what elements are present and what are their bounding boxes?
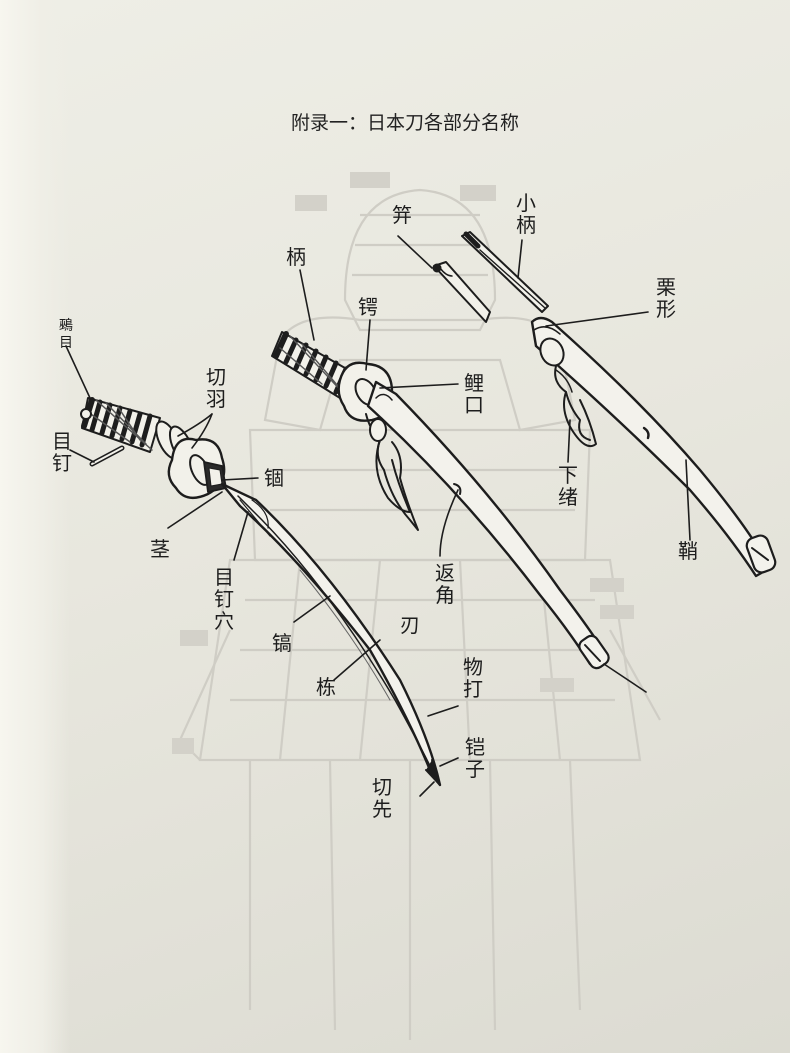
leader-bing [299,269,315,341]
leader-xi [221,477,259,481]
right-saya [530,316,777,578]
leader-qiao [685,459,691,541]
label-gao: 镐 [272,631,292,655]
label-ben: 笄 [392,203,412,227]
label-jing: 茎 [150,537,170,561]
label-dong: 栋 [316,675,336,699]
leader-wu-mu [65,345,91,399]
label-wu-da: 物打 [463,655,483,701]
leader-ben [397,235,433,269]
label-bing: 柄 [286,245,306,269]
left-handle [80,397,161,453]
leader-mu-ding [69,449,95,463]
middle-saya [366,380,610,670]
page-title: 附录一：日本刀各部分名称 [290,112,519,134]
leader-qie-yu-1 [177,413,213,437]
label-li-xing: 栗形 [656,275,676,321]
mekugi-pin [89,445,125,467]
leader-qie-xian [419,781,435,797]
label-xiao-bing: 小柄 [516,191,536,237]
right-sageo [539,337,597,448]
label-kai-zi: 铠子 [465,735,485,781]
label-mu-ding: 目钉 [52,429,72,475]
middle-handle [271,331,353,399]
label-mu-ding-xue: 目钉穴 [214,565,234,633]
label-e: 锷 [358,295,378,319]
label-wu-mu: 鵐目 [59,318,73,351]
leader-wu-da [427,705,459,717]
label-li-kou: 鲤口 [464,371,484,417]
left-blade [220,482,442,787]
label-ren: 刃 [400,613,420,637]
leader-dong [333,639,381,681]
label-qie-xian: 切先 [372,775,392,821]
middle-sageo [365,413,419,531]
leader-xia-xu [567,419,571,463]
leader-kai-zi [439,757,459,767]
leader-e [365,319,371,371]
leader-fan-jiao [439,489,459,557]
kogai [432,261,491,323]
label-xia-xu: 下绪 [558,463,578,509]
leader-saya-end [603,663,647,693]
kozuka [461,231,549,313]
leader-li-kou [379,383,459,389]
label-qiao: 鞘 [678,539,698,563]
label-fan-jiao: 返角 [435,561,455,607]
leader-xiao-bing [517,239,523,279]
leader-jing [167,491,223,529]
label-qie-yu: 切羽 [206,365,226,411]
page-gutter-highlight [0,0,70,1053]
leader-gao [293,595,331,623]
label-xi: 锢 [264,466,284,490]
leader-qie-yu-2 [191,413,213,449]
leader-li-xing [545,311,649,327]
leader-mu-ding-xue [233,511,249,561]
